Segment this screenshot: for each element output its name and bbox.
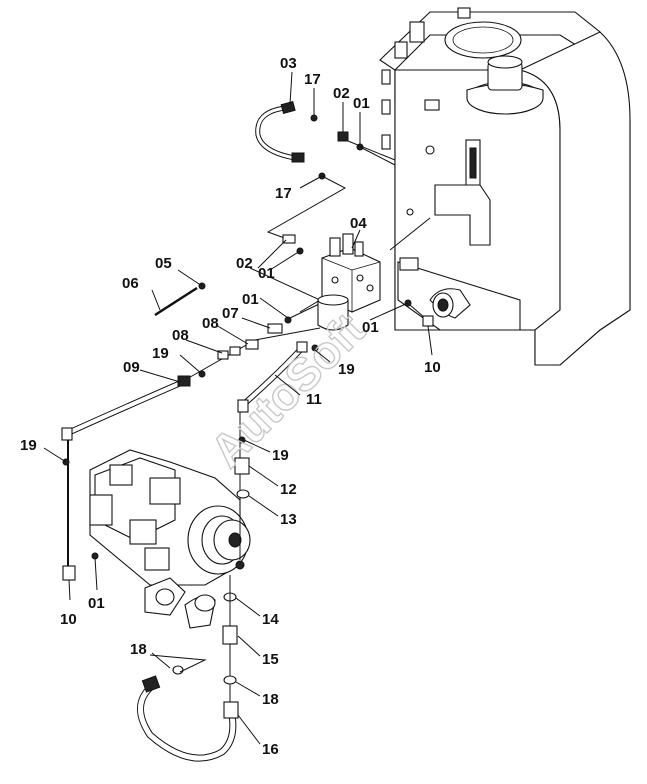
hose-11 bbox=[237, 341, 319, 413]
callout-leaders bbox=[43, 71, 433, 745]
upper-fittings bbox=[310, 114, 364, 180]
callout-01: 01 bbox=[258, 265, 275, 282]
callout-08: 08 bbox=[172, 327, 189, 344]
callout-08: 08 bbox=[202, 315, 219, 332]
callout-14: 14 bbox=[262, 611, 279, 628]
callout-07: 07 bbox=[222, 305, 239, 322]
callout-04: 04 bbox=[350, 215, 367, 232]
control-valve-04 bbox=[317, 233, 381, 331]
callout-12: 12 bbox=[280, 481, 297, 498]
hydraulic-tank bbox=[379, 7, 631, 366]
fitting-stack bbox=[222, 412, 250, 710]
hydraulic-pump bbox=[89, 449, 251, 629]
callout-19: 19 bbox=[152, 345, 169, 362]
callout-labels: 03 17 02 01 17 04 05 06 02 01 01 07 08 0… bbox=[20, 55, 441, 758]
callout-11: 11 bbox=[306, 391, 322, 408]
callout-19: 19 bbox=[272, 447, 289, 464]
callout-18: 18 bbox=[130, 641, 147, 658]
callout-10: 10 bbox=[424, 359, 441, 376]
callout-13: 13 bbox=[280, 511, 297, 528]
hose-03 bbox=[255, 100, 305, 163]
callout-19: 19 bbox=[20, 437, 37, 454]
callout-02: 02 bbox=[236, 255, 253, 272]
callout-01: 01 bbox=[88, 595, 105, 612]
callout-10: 10 bbox=[60, 611, 77, 628]
leader-lines bbox=[184, 140, 431, 381]
callout-17: 17 bbox=[275, 185, 292, 202]
callout-03: 03 bbox=[280, 55, 297, 72]
callout-01: 01 bbox=[362, 319, 379, 336]
callout-15: 15 bbox=[262, 651, 279, 668]
callout-17: 17 bbox=[304, 71, 321, 88]
valve-fittings bbox=[154, 234, 434, 360]
callout-19: 19 bbox=[338, 361, 355, 378]
callout-05: 05 bbox=[155, 255, 172, 272]
hose-16 bbox=[137, 654, 239, 762]
callout-16: 16 bbox=[262, 741, 279, 758]
callout-06: 06 bbox=[122, 275, 139, 292]
callout-18: 18 bbox=[262, 691, 279, 708]
callout-01: 01 bbox=[242, 291, 259, 308]
callout-02: 02 bbox=[333, 85, 350, 102]
callout-01: 01 bbox=[353, 95, 370, 112]
callout-09: 09 bbox=[123, 359, 140, 376]
hose-09 bbox=[61, 370, 206, 441]
